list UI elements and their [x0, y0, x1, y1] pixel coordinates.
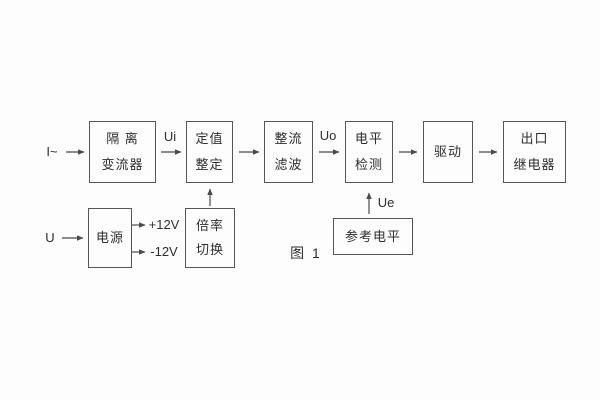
block-isolation-transformer: 隔 离 变流器	[89, 121, 156, 183]
block-text-line: 继电器	[513, 157, 556, 172]
block-text-line: 参考电平	[344, 228, 401, 244]
block-text-line: 检测	[354, 157, 383, 172]
block-text-line: 电平	[354, 131, 383, 146]
block-rectify-filter: 整流 滤波	[264, 121, 313, 183]
block-text-line: 隔 离	[106, 131, 139, 146]
block-output-relay: 出口 继电器	[503, 121, 566, 183]
block-text-line: 整流	[274, 131, 303, 146]
block-text-line: 倍率	[195, 218, 224, 233]
label-rail-negative: -12V	[150, 244, 178, 259]
block-text-line: 电源	[95, 230, 124, 245]
block-text-line: 出口	[520, 131, 549, 146]
block-setpoint-adjust: 定值 整定	[186, 121, 233, 183]
block-text-line: 驱动	[433, 144, 462, 159]
block-ratio-switch: 倍率 切换	[185, 208, 235, 268]
label-input-voltage: U	[45, 230, 55, 245]
block-power-supply: 电源	[88, 208, 132, 268]
block-text-line: 滤波	[274, 157, 303, 172]
label-input-current: I~	[46, 144, 58, 159]
block-text-line: 定值	[195, 131, 224, 146]
block-reference-level: 参考电平	[333, 218, 413, 255]
block-level-detect: 电平 检测	[345, 121, 393, 183]
block-drive: 驱动	[423, 121, 473, 183]
label-signal-uo: Uo	[319, 128, 337, 143]
block-text-line: 变流器	[101, 157, 144, 172]
block-text-line: 切换	[195, 242, 224, 257]
figure-caption: 图 1	[290, 245, 322, 261]
label-rail-positive: +12V	[148, 217, 180, 232]
label-signal-ue: Ue	[377, 195, 395, 210]
label-signal-ui: Ui	[163, 129, 177, 144]
block-text-line: 整定	[195, 157, 224, 172]
